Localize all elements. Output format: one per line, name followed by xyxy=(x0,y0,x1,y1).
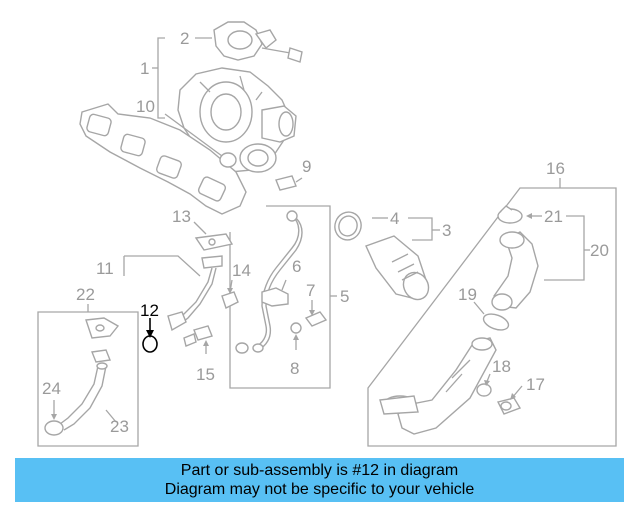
breather-clip xyxy=(91,349,111,363)
inlet-boot-3 xyxy=(365,235,430,301)
turbocharger xyxy=(177,67,297,173)
bolt-7 xyxy=(304,300,328,327)
gasket-4 xyxy=(334,211,362,241)
clamp-24 xyxy=(44,400,64,436)
group-16-box xyxy=(367,178,617,447)
callout-23: 23 xyxy=(110,417,129,436)
callout-24: 24 xyxy=(42,379,61,398)
callout-8: 8 xyxy=(290,359,299,378)
breather-fitting xyxy=(85,317,120,339)
callout-bracket-20 xyxy=(526,213,590,281)
callout-16: 16 xyxy=(546,159,565,178)
callout-9: 9 xyxy=(302,157,311,176)
o-ring-12-highlighted[interactable] xyxy=(142,318,158,353)
callout-3: 3 xyxy=(442,221,451,240)
info-banner: Part or sub-assembly is #12 in diagram D… xyxy=(15,458,624,502)
callout-20: 20 xyxy=(590,241,609,260)
banner-line-2: Diagram may not be specific to your vehi… xyxy=(164,481,475,498)
charge-air-pipe xyxy=(379,337,497,435)
callout-15: 15 xyxy=(196,365,215,384)
washer-8 xyxy=(290,322,302,350)
sensor-18 xyxy=(476,373,492,397)
stud-9 xyxy=(275,175,303,191)
callout-19: 19 xyxy=(458,285,477,304)
callout-bracket-1 xyxy=(152,37,212,119)
callout-13: 13 xyxy=(172,207,191,226)
bolt-14 xyxy=(221,279,239,309)
breather-hose-23 xyxy=(59,362,117,431)
callout-10: 10 xyxy=(136,97,155,116)
callout-2: 2 xyxy=(180,29,189,48)
callout-12-highlighted[interactable]: 12 xyxy=(140,301,159,320)
callout-4: 4 xyxy=(390,209,399,228)
callout-bracket-3 xyxy=(372,217,440,241)
callout-6: 6 xyxy=(292,257,301,276)
callout-14: 14 xyxy=(232,261,251,280)
charge-air-hose xyxy=(491,231,539,311)
callout-7: 7 xyxy=(306,281,315,300)
gasket-10 xyxy=(164,113,237,168)
sensor-17 xyxy=(496,385,523,415)
callout-18: 18 xyxy=(492,357,511,376)
callout-17: 17 xyxy=(526,375,545,394)
clamp-21 xyxy=(497,205,523,224)
callout-bracket-11 xyxy=(123,255,201,277)
bolt-15 xyxy=(183,325,213,354)
clamp-6 xyxy=(261,279,289,307)
turbo-actuator xyxy=(213,21,303,63)
group-5-box xyxy=(229,205,337,389)
callout-22: 22 xyxy=(76,285,95,304)
exhaust-manifold xyxy=(79,103,247,215)
callout-5: 5 xyxy=(340,287,349,306)
clamp-19 xyxy=(473,301,510,331)
group-22-box xyxy=(37,304,139,447)
callout-21: 21 xyxy=(544,207,563,226)
parts-diagram: 1 2 3 4 5 6 7 8 9 10 11 12 13 14 15 16 1… xyxy=(37,21,617,447)
callout-1: 1 xyxy=(140,59,149,78)
banner-line-1: Part or sub-assembly is #12 in diagram xyxy=(180,462,459,479)
bracket-13 xyxy=(193,221,234,251)
callout-11: 11 xyxy=(96,259,114,278)
oil-return-line xyxy=(167,255,223,332)
oil-feed-line xyxy=(235,210,303,354)
